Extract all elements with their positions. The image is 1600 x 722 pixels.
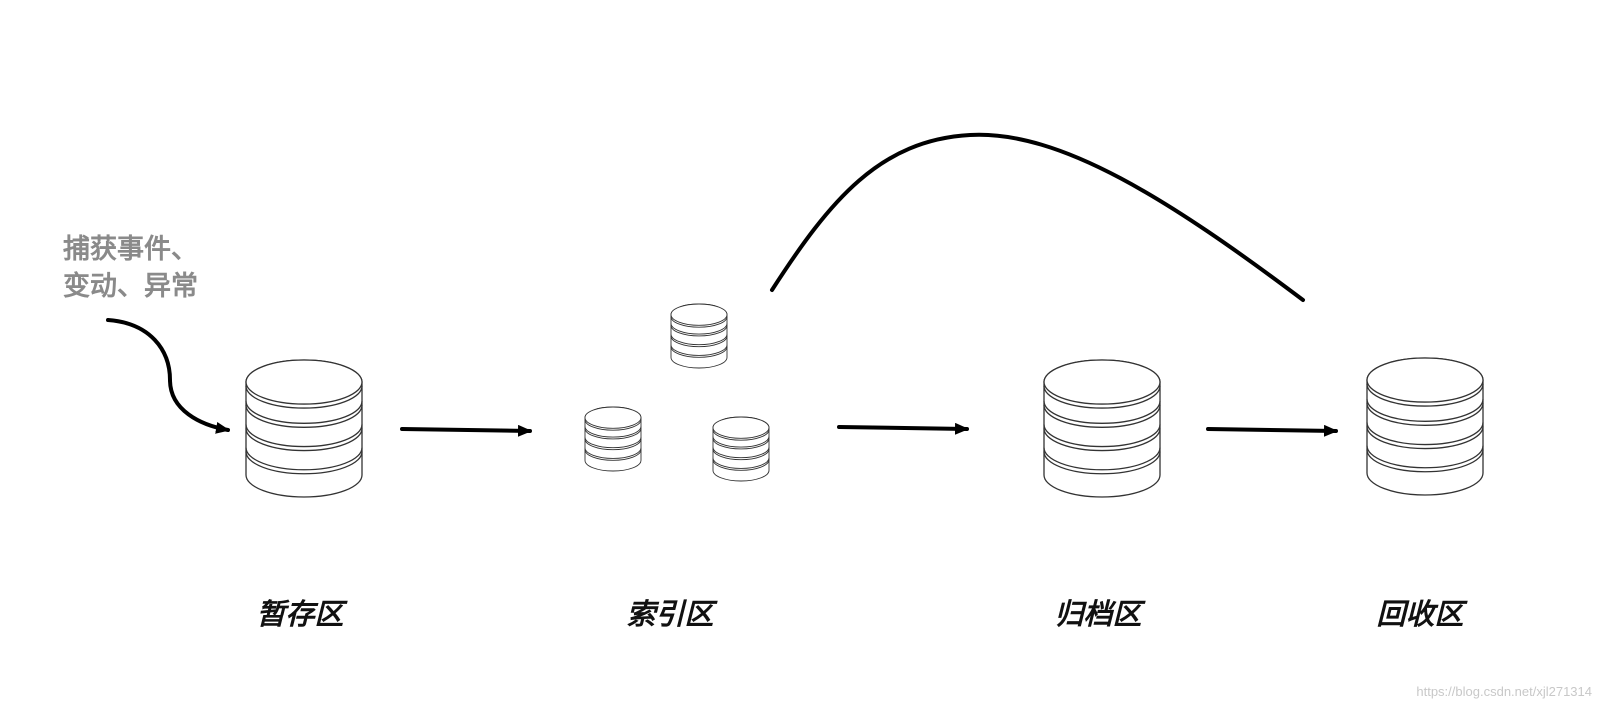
staging-to-index-arrow	[400, 424, 532, 437]
input-arrow	[106, 318, 230, 434]
index-database-icon-right	[712, 416, 770, 482]
input-label-line-2: 变动、异常	[63, 270, 198, 302]
archive-to-recycle-arrow	[1206, 424, 1338, 437]
zone-label-archive: 归档区	[1054, 597, 1146, 631]
watermark-text: https://blog.csdn.net/xjl271314	[1416, 684, 1592, 699]
index-to-archive-arrow	[837, 422, 969, 435]
archive-database-icon	[1043, 359, 1161, 498]
zone-label-index: 索引区	[626, 597, 718, 631]
zone-label-staging: 暂存区	[256, 597, 348, 631]
index-database-icon-left	[584, 406, 642, 472]
index-to-recycle-arc	[770, 132, 1305, 302]
input-label-line-1: 捕获事件、	[63, 234, 198, 265]
recycle-database-icon	[1366, 357, 1484, 496]
staging-database-icon	[245, 359, 363, 498]
zone-label-recycle: 回收区	[1376, 597, 1468, 631]
index-database-icon-top	[670, 303, 728, 369]
